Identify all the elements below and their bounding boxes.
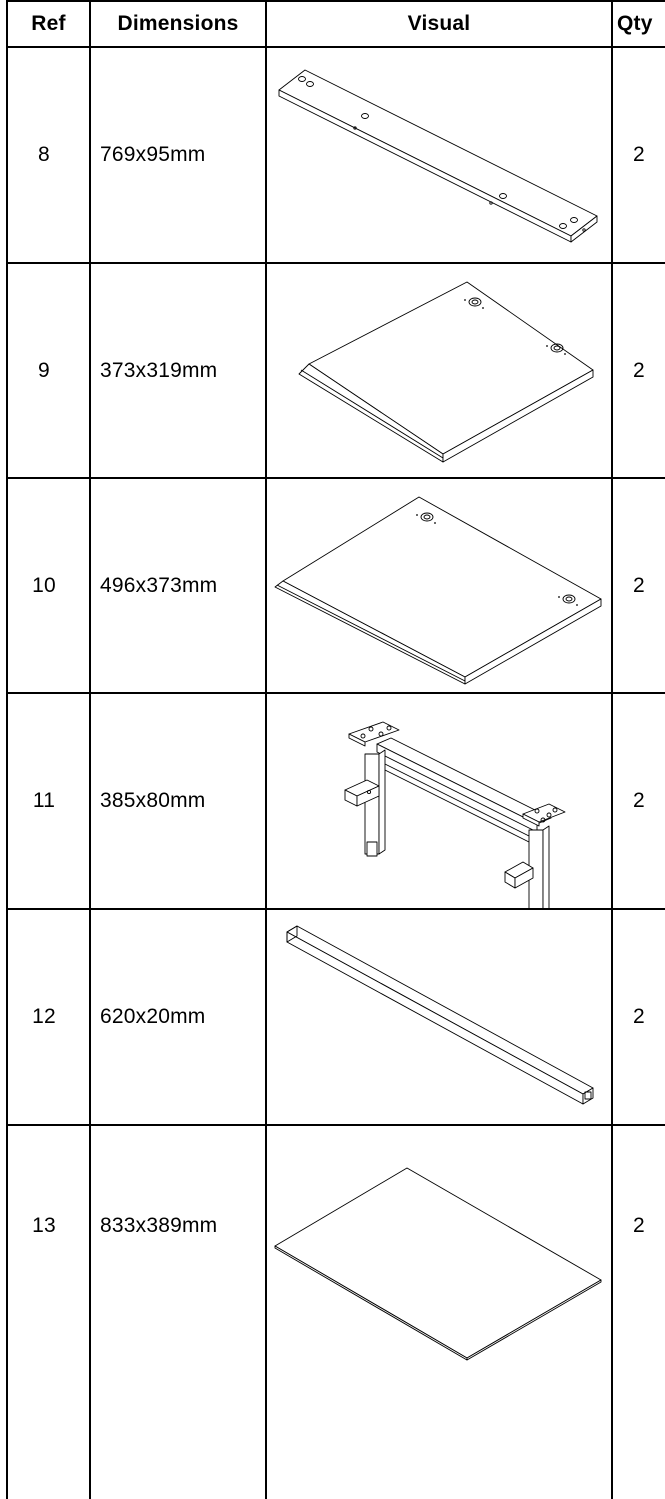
panel-with-two-holes-icon — [267, 264, 611, 477]
row-qty: 2 — [633, 1214, 645, 1237]
column-divider-ref — [89, 0, 91, 1499]
column-divider-dimensions — [265, 0, 267, 1499]
row-ref: 13 — [32, 1214, 56, 1237]
row-dimensions: 385x80mm — [100, 789, 206, 812]
row-divider — [7, 908, 665, 910]
column-divider-visual — [611, 0, 613, 1499]
thin-sheet-panel-icon — [267, 1126, 611, 1386]
row-ref: 9 — [38, 358, 50, 382]
row-dimensions: 373x319mm — [100, 358, 218, 382]
row-dimensions: 769x95mm — [100, 143, 206, 166]
row-divider — [7, 692, 665, 694]
header-dimensions: Dimensions — [117, 12, 239, 35]
table-border-top — [7, 0, 665, 2]
header-divider — [7, 46, 665, 48]
row-dimensions: 496x373mm — [100, 573, 218, 597]
row-dimensions: 620x20mm — [100, 1005, 206, 1028]
row-qty: 2 — [633, 1005, 645, 1028]
metal-leg-frame-icon — [267, 694, 611, 908]
row-ref: 10 — [32, 573, 56, 597]
row-divider — [7, 262, 665, 264]
wooden-slat-with-holes-icon — [267, 48, 611, 262]
row-ref: 8 — [38, 143, 50, 166]
row-qty: 2 — [633, 789, 645, 812]
square-tube-bar-icon — [267, 910, 611, 1124]
row-qty: 2 — [633, 358, 645, 382]
header-qty: Qty — [617, 12, 653, 35]
large-panel-with-two-holes-icon — [267, 479, 611, 692]
row-dimensions: 833x389mm — [100, 1214, 218, 1237]
table-border-left — [6, 0, 8, 1499]
header-visual: Visual — [407, 12, 471, 35]
row-qty: 2 — [633, 573, 645, 597]
header-ref: Ref — [31, 12, 66, 35]
row-divider — [7, 477, 665, 479]
row-divider — [7, 1124, 665, 1126]
row-qty: 2 — [633, 143, 645, 166]
row-ref: 11 — [32, 789, 56, 812]
row-ref: 12 — [32, 1005, 56, 1028]
